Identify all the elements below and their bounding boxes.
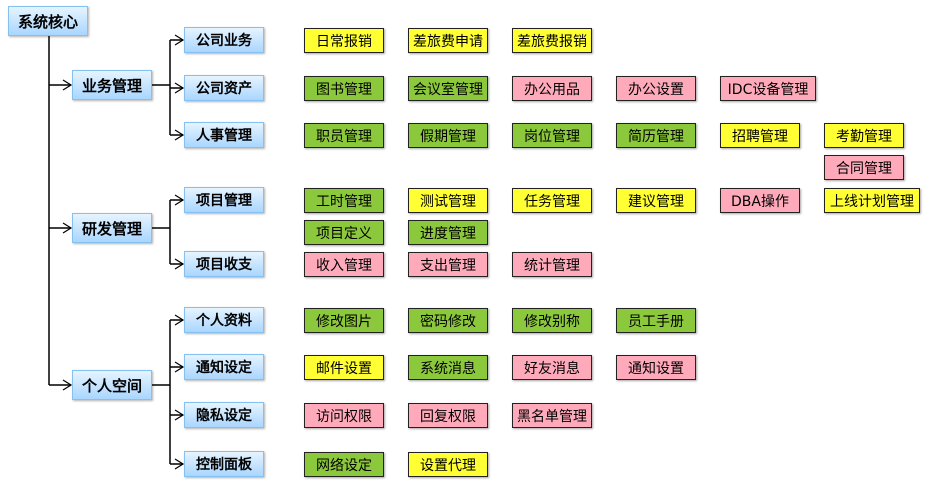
feature-item[interactable]: 网络设定 [304, 452, 384, 477]
feature-item[interactable]: 上线计划管理 [824, 188, 920, 213]
feature-item[interactable]: 差旅费报销 [512, 28, 592, 53]
feature-item[interactable]: 招聘管理 [720, 123, 800, 148]
subcategory-node[interactable]: 个人资料 [184, 307, 264, 333]
feature-item[interactable]: 日常报销 [304, 28, 384, 53]
feature-item[interactable]: 建议管理 [616, 188, 696, 213]
feature-item[interactable]: 黑名单管理 [512, 403, 592, 428]
feature-item[interactable]: 通知设置 [616, 355, 696, 380]
arrow-head-icon [174, 258, 185, 270]
subcategory-node[interactable]: 公司业务 [184, 27, 264, 53]
feature-item[interactable]: IDC设备管理 [720, 76, 816, 101]
feature-item[interactable]: 员工手册 [616, 308, 696, 333]
subcategory-node[interactable]: 项目收支 [184, 251, 264, 277]
category-node[interactable]: 研发管理 [72, 213, 152, 243]
arrow-head-icon [174, 82, 185, 94]
subcategory-node[interactable]: 隐私设定 [184, 402, 264, 428]
root-node[interactable]: 系统核心 [8, 6, 88, 36]
subcategory-node[interactable]: 项目管理 [184, 187, 264, 213]
feature-item[interactable]: 设置代理 [408, 452, 488, 477]
subcategory-node[interactable]: 人事管理 [184, 122, 264, 148]
feature-item[interactable]: 办公设置 [616, 76, 696, 101]
category-node[interactable]: 个人空间 [72, 370, 152, 400]
feature-item[interactable]: 岗位管理 [512, 123, 592, 148]
arrow-head-icon [174, 409, 185, 421]
feature-item[interactable]: 收入管理 [304, 252, 384, 277]
feature-item[interactable]: 办公用品 [512, 76, 592, 101]
feature-item[interactable]: 邮件设置 [304, 355, 384, 380]
feature-item[interactable]: 访问权限 [304, 403, 384, 428]
feature-item[interactable]: 考勤管理 [824, 123, 904, 148]
arrow-head-icon [62, 379, 73, 391]
feature-item[interactable]: 项目定义 [304, 220, 384, 245]
category-node[interactable]: 业务管理 [72, 70, 152, 100]
arrow-head-icon [62, 79, 73, 91]
feature-item[interactable]: 好友消息 [512, 355, 592, 380]
subcategory-node[interactable]: 通知设定 [184, 354, 264, 380]
feature-item[interactable]: 进度管理 [408, 220, 488, 245]
arrow-head-icon [174, 458, 185, 470]
feature-item[interactable]: 系统消息 [408, 355, 488, 380]
feature-item[interactable]: 统计管理 [512, 252, 592, 277]
feature-item[interactable]: 修改图片 [304, 308, 384, 333]
feature-item[interactable]: 回复权限 [408, 403, 488, 428]
feature-item[interactable]: 图书管理 [304, 76, 384, 101]
feature-item[interactable]: DBA操作 [720, 188, 800, 213]
subcategory-node[interactable]: 控制面板 [184, 451, 264, 477]
feature-item[interactable]: 假期管理 [408, 123, 488, 148]
feature-item[interactable]: 差旅费申请 [408, 28, 488, 53]
feature-item[interactable]: 任务管理 [512, 188, 592, 213]
arrow-head-icon [174, 361, 185, 373]
subcategory-node[interactable]: 公司资产 [184, 75, 264, 101]
arrow-head-icon [174, 314, 185, 326]
arrow-head-icon [174, 34, 185, 46]
feature-item[interactable]: 工时管理 [304, 188, 384, 213]
arrow-head-icon [174, 129, 185, 141]
arrow-head-icon [174, 194, 185, 206]
feature-item[interactable]: 密码修改 [408, 308, 488, 333]
feature-item[interactable]: 职员管理 [304, 123, 384, 148]
feature-item[interactable]: 合同管理 [824, 155, 904, 180]
feature-item[interactable]: 会议室管理 [408, 76, 488, 101]
feature-item[interactable]: 支出管理 [408, 252, 488, 277]
feature-item[interactable]: 测试管理 [408, 188, 488, 213]
feature-item[interactable]: 简历管理 [616, 123, 696, 148]
arrow-head-icon [62, 222, 73, 234]
feature-item[interactable]: 修改别称 [512, 308, 592, 333]
